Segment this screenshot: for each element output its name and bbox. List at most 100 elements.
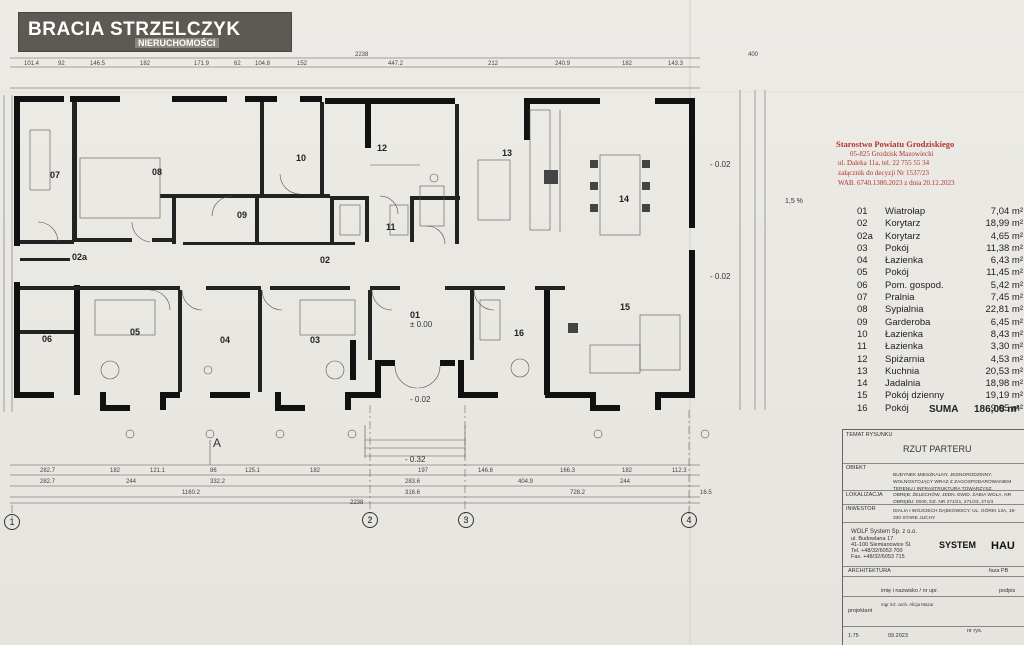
dim-top-8: 152 xyxy=(297,61,308,67)
room-list-area: 18,99 m² xyxy=(985,218,1024,230)
dim-bot-7: 197 xyxy=(418,468,429,474)
tb-temat-label: TEMAT RYSUNKU xyxy=(846,432,893,438)
room-list-area: 9,05 m² xyxy=(990,402,1023,414)
stamp-decision: WAB. 6740.1380.2023 z dnia 20.12.2023 xyxy=(838,179,955,187)
dim-bot-10: 182 xyxy=(622,468,633,474)
room-07: 07 xyxy=(50,170,61,180)
room-01: 01 xyxy=(410,310,421,320)
tb-firm-tel: Tel. +48/32/6053 700 xyxy=(851,548,903,554)
room-list-area: 5,42 m² xyxy=(990,279,1023,291)
tb-podpis-label: podpis xyxy=(999,588,1016,594)
dim-bot-r3-2: 316.6 xyxy=(405,490,421,496)
room-15: 15 xyxy=(620,302,631,312)
axis-4: 4 xyxy=(681,512,697,528)
room-06: 06 xyxy=(42,334,53,344)
level-right-top: - 0.02 xyxy=(710,160,731,169)
dim-bot-3: 121.1 xyxy=(150,468,166,474)
dim-top-11: 240.9 xyxy=(555,61,571,67)
room-list-name: Jadalnia xyxy=(885,378,921,390)
room-list-area: 11,45 m² xyxy=(986,267,1023,279)
tb-obiekt-label: OBIEKT xyxy=(846,465,867,471)
dim-bot-6: 182 xyxy=(310,468,321,474)
dim-bot-2: 182 xyxy=(110,468,121,474)
tb-lokalizacja-label: LOKALIZACJA xyxy=(846,492,883,498)
dim-bot-r2-5: 404.9 xyxy=(518,479,534,485)
tb-firm-addr2: 41-100 Siemianowice Śl. xyxy=(851,542,912,548)
dim-bot-8: 146.6 xyxy=(478,468,494,474)
dim-top-3: 146.5 xyxy=(90,61,106,67)
tb-projektant: mgr inż. arch. Alicja Mazur xyxy=(881,602,934,607)
axis-2: 2 xyxy=(362,512,378,528)
room-list-no: 02 xyxy=(857,218,868,230)
axis-3: 3 xyxy=(458,512,474,528)
room-list-name: Łazienka xyxy=(885,341,924,353)
tb-firm-addr1: ul. Budowlana 17 xyxy=(851,536,894,542)
tb-faza: faza PB xyxy=(989,568,1009,574)
dim-top-1: 101.4 xyxy=(24,61,40,67)
tb-podpis-head: imię i nazwisko / nr upr. xyxy=(881,588,939,594)
room-11: 11 xyxy=(386,222,396,232)
room-09: 09 xyxy=(237,210,248,220)
tb-skala: 1:75 xyxy=(848,633,859,639)
dim-bot-11: 112.3 xyxy=(672,468,687,474)
room-list-no: 07 xyxy=(857,292,868,304)
room-list-area: 19,19 m² xyxy=(985,390,1024,402)
room-list-area: 4,53 m² xyxy=(990,353,1023,365)
tb-branza: ARCHITEKTURA xyxy=(848,568,891,574)
room-list-no: 14 xyxy=(857,378,868,390)
room-list-no: 13 xyxy=(857,365,868,377)
tb-projektant-label: projektant xyxy=(848,608,873,614)
brand-logo: BRACIA STRZELCZYK NIERUCHOMOŚCI xyxy=(18,12,292,52)
level-main: ± 0.00 xyxy=(410,320,433,329)
dim-bot-5: 125.1 xyxy=(245,468,261,474)
dim-overall-top: 2238 xyxy=(355,52,369,58)
title-block: TEMAT RYSUNKU RZUT PARTERU OBIEKT BUDYNE… xyxy=(842,429,1024,645)
slope-label: 1,5 % xyxy=(785,198,803,205)
room-list-name: Pom. gospod. xyxy=(885,279,944,291)
room-02a: 02a xyxy=(72,252,88,262)
room-list-row: 05 Pokój 11,45 m² xyxy=(853,267,1023,279)
room-list-area: 3,30 m² xyxy=(990,341,1023,353)
room-list-no: 08 xyxy=(857,304,868,316)
room-list-name: Pokój xyxy=(885,267,909,279)
tb-logo-hau: HAU xyxy=(991,540,1015,552)
room-list-name: Pokój xyxy=(885,242,909,254)
room-03: 03 xyxy=(310,335,321,345)
room-16: 16 xyxy=(514,328,525,338)
room-list-no: 05 xyxy=(857,267,868,279)
room-list-no: 02a xyxy=(857,230,873,242)
room-list-no: 04 xyxy=(857,255,868,267)
dim-bot-4: 86 xyxy=(210,468,217,474)
room-list-no: 01 xyxy=(857,206,868,217)
dim-bot-r2-4: 283.6 xyxy=(405,479,421,485)
dim-bot-r3-1: 1160.2 xyxy=(182,490,200,496)
room-04: 04 xyxy=(220,335,231,345)
dim-overall-bottom: 2238 xyxy=(350,500,364,506)
tb-firm-fax: Fax. +48/32/6053 715 xyxy=(851,554,905,560)
room-list-area: 7,04 m² xyxy=(990,206,1023,217)
brand-subtitle: NIERUCHOMOŚCI xyxy=(135,38,219,48)
room-list-name: Kuchnia xyxy=(885,365,920,377)
dim-top-12: 182 xyxy=(622,61,633,67)
room-12: 12 xyxy=(377,143,388,153)
room-14: 14 xyxy=(619,194,630,204)
tb-logo-system: SYSTEM xyxy=(939,540,977,550)
dim-bot-r2-1: 282.7 xyxy=(40,479,56,485)
brand-name: BRACIA STRZELCZYK xyxy=(28,19,241,40)
room-list-area: 20,53 m² xyxy=(985,365,1024,377)
stamp-contact: ul. Daleka 11a, tel. 22 755 55 34 xyxy=(838,159,930,167)
room-list-name: Spiżarnia xyxy=(885,353,925,365)
room-list-area: 7,45 m² xyxy=(990,292,1023,304)
dim-top-14: 400 xyxy=(748,52,759,58)
